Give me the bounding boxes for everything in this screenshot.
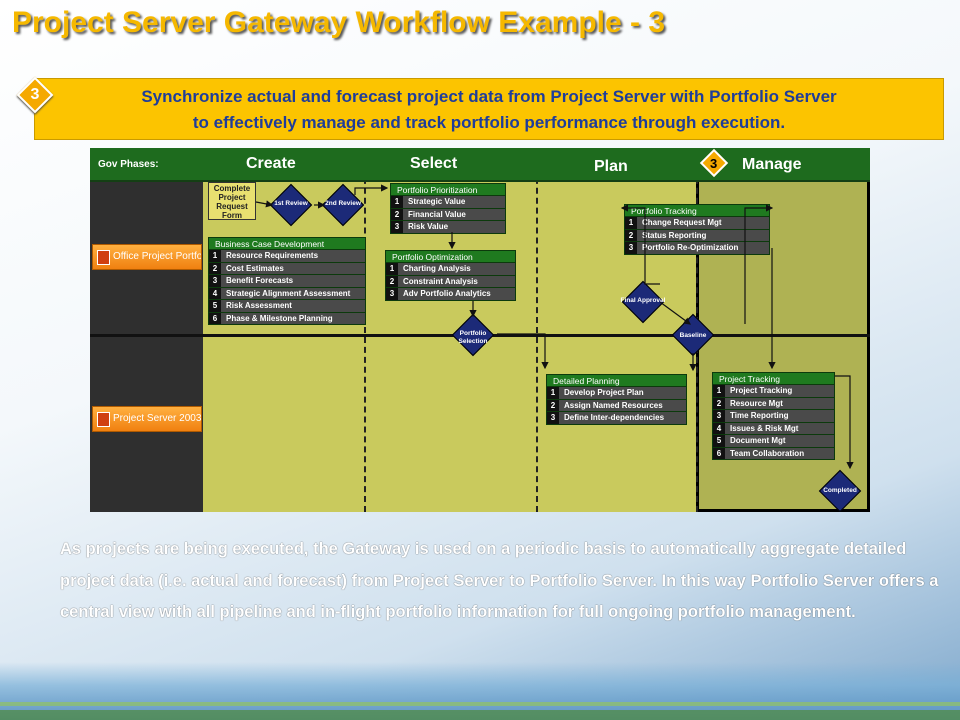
diagram-left-column	[90, 148, 203, 512]
phase-create: Create	[246, 155, 296, 172]
description-text: As projects are being executed, the Gate…	[60, 540, 939, 621]
phase-manage: Manage	[742, 156, 802, 173]
background-stripe-dark	[0, 710, 960, 720]
portfolio-selection-label: Portfolio Selection	[458, 330, 488, 345]
project-server-logo: Project Server 2003	[92, 406, 202, 432]
request-form-box: Complete Project Request Form	[208, 182, 256, 220]
portfolio-server-logo: Office Project Portfolio Server	[92, 244, 202, 270]
business-case-title: Business Case Development	[208, 237, 366, 250]
completed-label: Completed	[823, 487, 857, 494]
phase-select: Select	[410, 155, 458, 172]
phase-divider	[536, 148, 538, 512]
summary-banner: Synchronize actual and forecast project …	[34, 78, 944, 140]
background-stripe	[0, 702, 960, 706]
phases-header: Gov Phases: Create Select Plan Manage	[90, 148, 870, 182]
gov-phases-label: Gov Phases:	[98, 159, 159, 170]
slide-title: Project Server Gateway Workflow Example …	[12, 6, 666, 39]
final-approval-label: Final Approval	[620, 297, 666, 304]
phase-divider	[364, 148, 366, 512]
flow-arrows	[255, 184, 854, 470]
banner-line-2: to effectively manage and track portfoli…	[192, 113, 786, 132]
review-1-label: 1st Review	[274, 200, 308, 207]
banner-line-1: Synchronize actual and forecast project …	[141, 87, 837, 106]
office-logo-icon	[97, 250, 110, 265]
phase-plan: Plan	[594, 158, 628, 175]
baseline-label: Baseline	[679, 332, 707, 339]
workflow-diagram: Gov Phases: Create Select Plan Manage 3 …	[90, 148, 870, 512]
review-2-label: 2nd Review	[325, 200, 361, 207]
office-logo-icon	[97, 412, 110, 427]
